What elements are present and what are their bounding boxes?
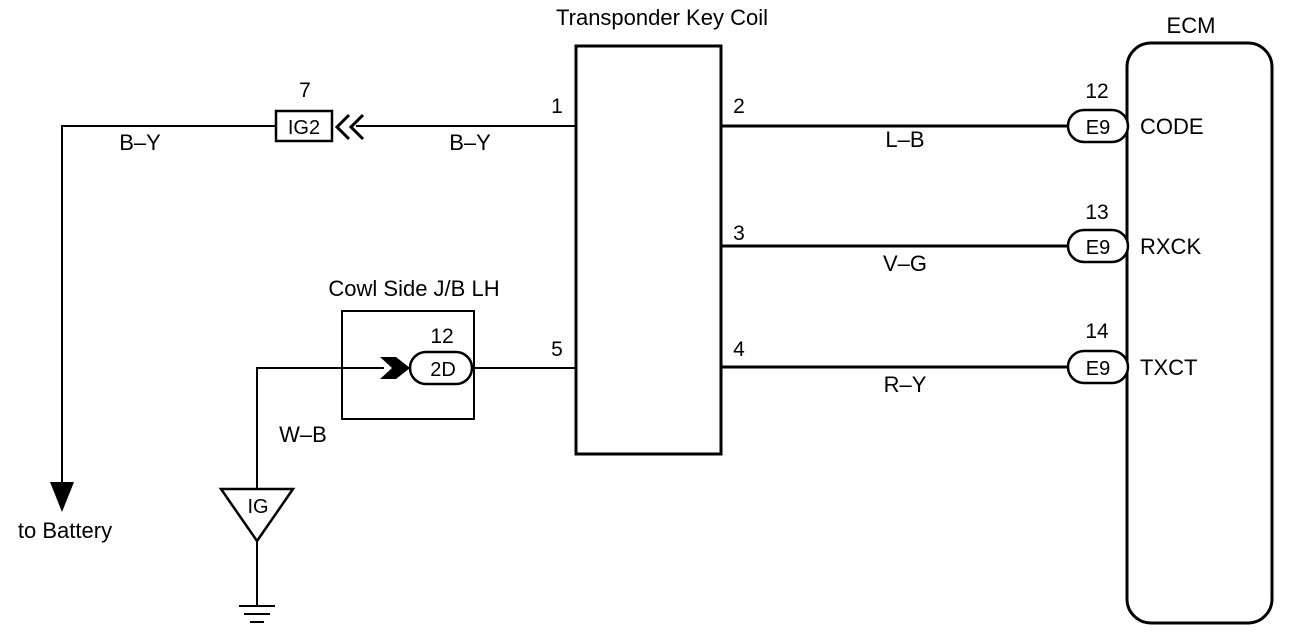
ecm-txct-connector-label: E9 (1086, 358, 1110, 380)
coil-pin-1: 1 (551, 95, 563, 118)
ecm-title: ECM (1167, 13, 1216, 38)
jb-2d-pin: 12 (430, 325, 453, 348)
ground-point-icon (218, 487, 296, 544)
ground-point-label: IG (247, 496, 268, 518)
ecm-code-signal: CODE (1140, 114, 1204, 139)
ecm-txct-connector (1066, 349, 1130, 385)
ecm-txct-pin: 14 (1085, 320, 1109, 343)
transponder-key-coil-box (574, 44, 723, 456)
ecm-code-connector-label: E9 (1086, 117, 1110, 139)
ig2-double-chevron-icon (334, 113, 365, 141)
ground-wire (256, 367, 384, 489)
ground-symbol-icon (239, 541, 275, 623)
ecm-rxck-connector-label: E9 (1086, 237, 1110, 259)
ecm-rxck-pin: 13 (1085, 201, 1108, 224)
ecm-rxck-connector (1066, 228, 1130, 264)
ecm-code-pin: 12 (1085, 80, 1108, 103)
code-wire-color: L–B (885, 127, 924, 152)
rxck-wire-color: V–G (883, 251, 927, 276)
ig2-connector-label: IG2 (288, 117, 320, 139)
ig2-wire-color: B–Y (449, 130, 491, 155)
coil-pin-4: 4 (733, 338, 745, 361)
coil-pin-2: 2 (733, 95, 745, 118)
coil-pin-5: 5 (551, 338, 563, 361)
cowl-side-jb-title: Cowl Side J/B LH (328, 276, 499, 301)
ecm-txct-signal: TXCT (1140, 355, 1197, 380)
battery-arrow-icon (50, 482, 74, 512)
ig2-connector (274, 109, 334, 143)
ecm-rxck-signal: RXCK (1140, 234, 1201, 259)
battery-wire (50, 125, 276, 512)
to-battery-label: to Battery (18, 518, 112, 543)
ig2-pin-number: 7 (299, 79, 311, 102)
coil-pin-3: 3 (733, 222, 745, 245)
transponder-key-coil-title: Transponder Key Coil (556, 5, 768, 30)
ecm-code-connector (1066, 108, 1130, 144)
ecm-box (1125, 41, 1274, 625)
jb-2d-connector-label: 2D (430, 359, 456, 381)
txct-wire-color: R–Y (884, 372, 927, 397)
battery-wire-color: B–Y (119, 130, 161, 155)
jb-chevron-icon (380, 357, 410, 379)
ground-wire-color: W–B (279, 422, 327, 447)
